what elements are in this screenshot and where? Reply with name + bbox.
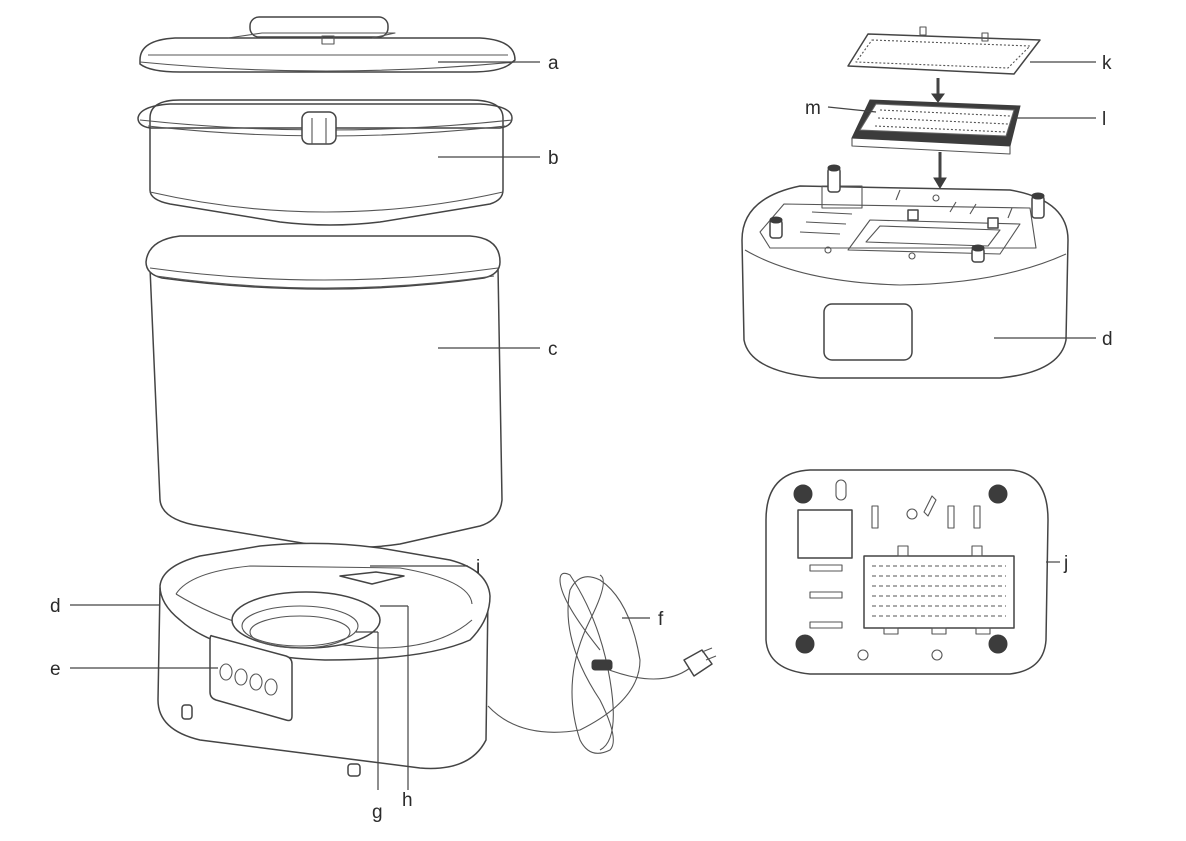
- lid: [139, 16, 516, 73]
- label-a: a: [548, 53, 559, 74]
- label-d-left: d: [50, 596, 61, 617]
- label-e: e: [50, 659, 61, 680]
- label-j: j: [1063, 553, 1068, 574]
- label-f: f: [658, 609, 664, 630]
- label-b: b: [548, 148, 559, 169]
- label-h: h: [402, 790, 413, 811]
- filter-cover: [847, 26, 1041, 75]
- power-cord: [487, 572, 717, 754]
- base-unit-top: [741, 164, 1069, 379]
- label-g: g: [372, 802, 383, 823]
- label-i: i: [476, 557, 480, 578]
- label-m: m: [805, 98, 821, 119]
- tray: [137, 99, 513, 226]
- arrow-icon: [931, 78, 947, 189]
- label-l: l: [1102, 109, 1106, 130]
- base-unit: [157, 542, 491, 777]
- filter: [851, 99, 1021, 155]
- leader-lines: [70, 61, 1096, 790]
- label-c: c: [548, 339, 558, 360]
- label-k: k: [1102, 53, 1112, 74]
- base-unit-bottom: [765, 469, 1049, 675]
- chamber: [145, 235, 503, 549]
- label-d-right: d: [1102, 329, 1113, 350]
